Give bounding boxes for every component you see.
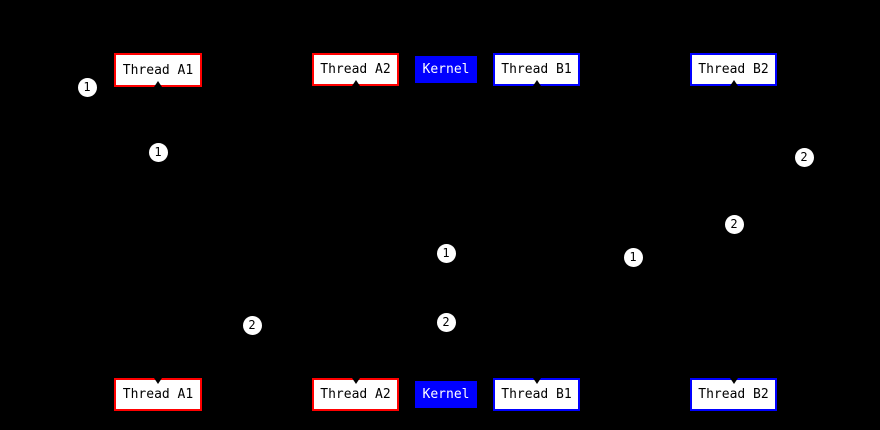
node-thread-a1-bottom: Thread A1	[114, 378, 202, 411]
node-thread-b2-bottom: Thread B2	[690, 378, 777, 411]
node-label: Thread A2	[320, 387, 391, 402]
node-thread-a2-top: Thread A2	[312, 53, 399, 86]
node-thread-b1-top: Thread B1	[493, 53, 580, 86]
step-marker-step2-a: 2	[794, 147, 814, 167]
node-label: Thread B2	[698, 387, 769, 402]
step-marker-step1-b: 1	[148, 142, 168, 162]
arrowhead-icon	[351, 378, 360, 384]
node-label: Thread B1	[501, 62, 572, 77]
node-label: Thread B1	[501, 387, 572, 402]
step-marker-step2-c: 2	[436, 312, 456, 332]
arrowhead-icon	[154, 81, 162, 87]
node-thread-a1-top: Thread A1	[114, 53, 202, 87]
node-thread-b1-bottom: Thread B1	[493, 378, 580, 411]
node-kernel-bottom: Kernel	[415, 381, 477, 408]
step-marker-step2-d: 2	[242, 315, 262, 335]
arrowhead-icon	[729, 378, 738, 384]
node-kernel-top: Kernel	[415, 56, 477, 83]
node-thread-b2-top: Thread B2	[690, 53, 777, 86]
arrowhead-icon	[154, 378, 162, 384]
step-marker-step2-b: 2	[724, 214, 744, 234]
step-marker-step1-a: 1	[77, 77, 97, 97]
node-label: Kernel	[422, 62, 470, 77]
node-label: Thread A1	[122, 387, 194, 402]
step-marker-step1-d: 1	[623, 247, 643, 267]
step-marker-step1-c: 1	[436, 243, 456, 263]
node-label: Thread A1	[122, 62, 194, 78]
node-label: Thread B2	[698, 62, 769, 77]
arrowhead-icon	[351, 80, 360, 86]
node-label: Kernel	[422, 387, 470, 402]
node-thread-a2-bottom: Thread A2	[312, 378, 399, 411]
node-label: Thread A2	[320, 62, 391, 77]
arrowhead-icon	[532, 80, 541, 86]
arrowhead-icon	[532, 378, 541, 384]
arrowhead-icon	[729, 80, 738, 86]
